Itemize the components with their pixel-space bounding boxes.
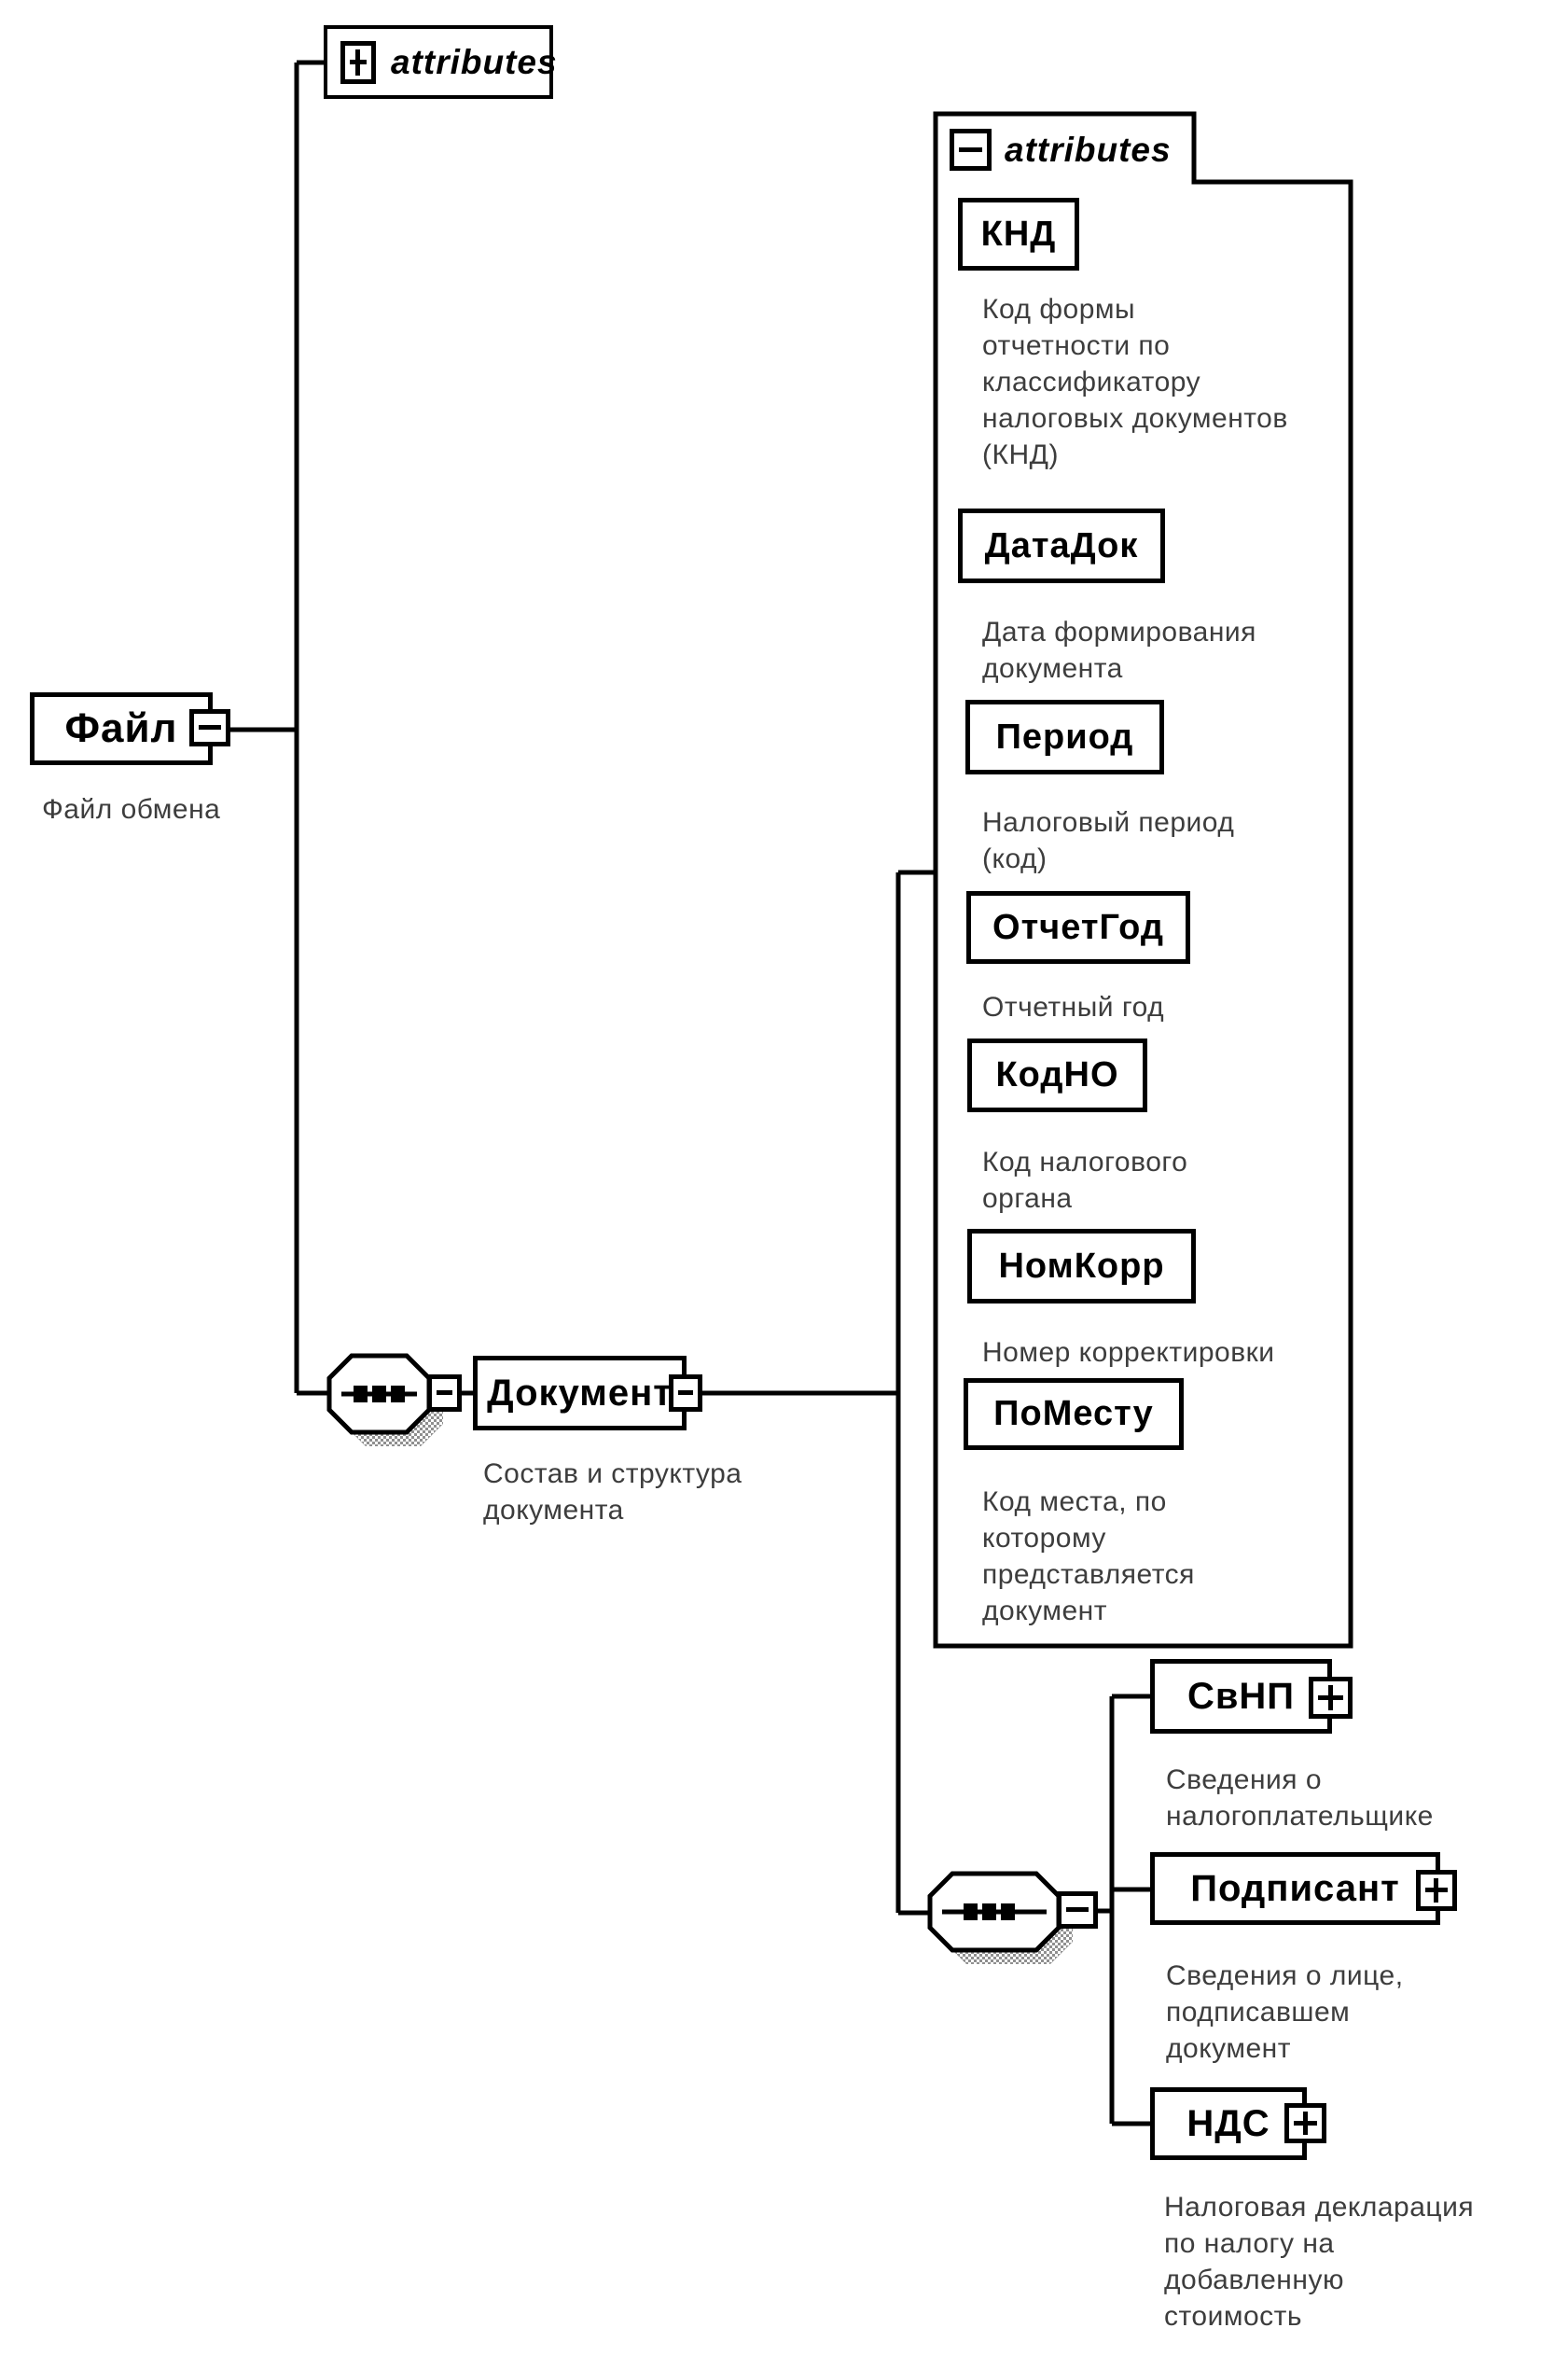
file-collapse-toggle[interactable] bbox=[189, 709, 242, 758]
element-nds-caption: Налоговая декларация по налогу на добавл… bbox=[1164, 2192, 1475, 2332]
sequence-icon[interactable] bbox=[326, 1353, 443, 1446]
attribute-label: КодНО bbox=[995, 1055, 1119, 1094]
file-attributes-label: attributes bbox=[391, 42, 558, 81]
attribute-label: ОтчетГод bbox=[992, 907, 1164, 947]
attribute-label: ПоМесту bbox=[993, 1394, 1154, 1433]
file-attributes-box[interactable]: attributes bbox=[324, 25, 565, 111]
element-podpisant[interactable]: Подписант bbox=[1150, 1852, 1451, 1936]
podpisant-expand-toggle[interactable] bbox=[1416, 1870, 1468, 1922]
sequence-icon[interactable] bbox=[927, 1871, 1073, 1964]
attribute-box-knd[interactable]: КНД bbox=[958, 198, 1090, 282]
attribute-box-otchetgod[interactable]: ОтчетГод bbox=[966, 891, 1201, 975]
element-nds[interactable]: НДС bbox=[1150, 2087, 1318, 2171]
element-document[interactable]: Документ bbox=[473, 1356, 698, 1442]
element-podpisant-caption: Сведения о лице, подписавшем документ bbox=[1166, 1960, 1404, 2064]
attribute-label: КНД bbox=[980, 214, 1057, 254]
attribute-label: НомКорр bbox=[998, 1246, 1165, 1286]
attribute-caption-pomestu: Код места, по которому представляется до… bbox=[982, 1486, 1195, 1626]
element-podpisant-label: Подписант bbox=[1190, 1867, 1400, 1909]
element-file-caption: Файл обмена bbox=[42, 794, 221, 825]
sequence2-collapse-toggle[interactable] bbox=[1057, 1891, 1109, 1940]
attribute-caption-knd: Код формы отчетности по классификатору н… bbox=[982, 294, 1288, 470]
attribute-label: ДатаДок bbox=[984, 525, 1139, 565]
plus-icon[interactable] bbox=[340, 40, 376, 84]
attribute-box-pomestu[interactable]: ПоМесту bbox=[964, 1378, 1195, 1461]
element-svnp-label: СвНП bbox=[1186, 1675, 1296, 1717]
attribute-caption-period: Налоговый период (код) bbox=[982, 807, 1235, 874]
element-nds-label: НДС bbox=[1186, 2102, 1270, 2144]
svnp-expand-toggle[interactable] bbox=[1309, 1677, 1364, 1730]
branch-line-document bbox=[462, 870, 936, 1916]
attributes-panel-label: attributes bbox=[1005, 131, 1172, 169]
element-document-label: Документ bbox=[487, 1372, 673, 1414]
attribute-caption-nomkorr: Номер корректировки bbox=[982, 1337, 1275, 1368]
element-svnp-caption: Сведения о налогоплательщике bbox=[1166, 1764, 1434, 1832]
attribute-caption-otchetgod: Отчетный год bbox=[982, 992, 1165, 1023]
attributes-panel-outline bbox=[933, 111, 1353, 1649]
element-file-label: Файл bbox=[64, 705, 178, 751]
element-document-caption: Состав и структура документа bbox=[483, 1458, 742, 1526]
branch-line-file bbox=[230, 60, 332, 1396]
sequence1-collapse-toggle[interactable] bbox=[427, 1374, 462, 1412]
branch-line-children bbox=[1098, 1694, 1152, 2126]
element-svnp[interactable]: СвНП bbox=[1150, 1659, 1343, 1745]
document-collapse-toggle[interactable] bbox=[669, 1374, 714, 1423]
attribute-box-nomkorr[interactable]: НомКорр bbox=[967, 1229, 1207, 1315]
element-file[interactable]: Файл bbox=[30, 692, 224, 776]
attributes-panel-collapse-toggle[interactable] bbox=[950, 129, 992, 171]
attribute-label: Период bbox=[995, 717, 1134, 757]
attribute-caption-kodno: Код налогового органа bbox=[982, 1147, 1188, 1214]
attribute-box-datadok[interactable]: ДатаДок bbox=[958, 509, 1176, 594]
attribute-box-kodno[interactable]: КодНО bbox=[967, 1039, 1159, 1123]
attribute-caption-datadok: Дата формирования документа bbox=[982, 617, 1256, 684]
nds-expand-toggle[interactable] bbox=[1284, 2103, 1338, 2154]
attribute-box-period[interactable]: Период bbox=[965, 700, 1175, 786]
